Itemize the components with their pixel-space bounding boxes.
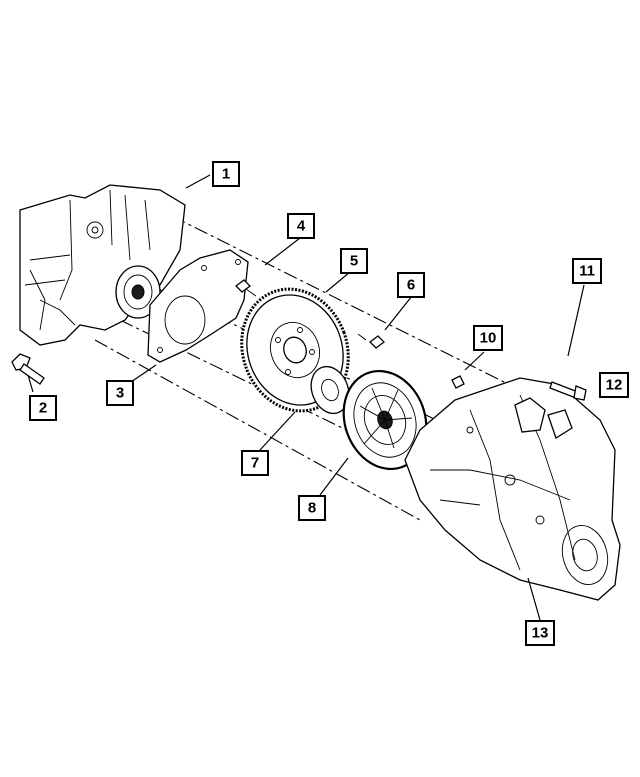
callout-label: 7 [251, 455, 259, 472]
callout-label: 1 [222, 166, 230, 183]
callout-6: 6 [397, 272, 425, 298]
callout-label: 11 [579, 263, 595, 280]
callout-11: 11 [572, 258, 602, 284]
callout-4: 4 [287, 213, 315, 239]
callout-label: 2 [39, 400, 47, 417]
plate-bolt [235, 279, 257, 297]
callout-5: 5 [340, 248, 368, 274]
callout-10: 10 [473, 325, 503, 351]
leader-lines [27, 174, 585, 621]
callout-3: 3 [106, 380, 134, 406]
callout-13: 13 [525, 620, 555, 646]
engine-block [19, 184, 186, 346]
callout-2: 2 [29, 395, 57, 421]
clutch-disc [310, 365, 350, 415]
dowel-pin [451, 375, 465, 389]
callout-label: 6 [407, 277, 415, 294]
callout-label: 3 [116, 385, 124, 402]
pressure-plate-bolt [357, 333, 385, 349]
callout-label: 5 [350, 253, 358, 270]
callout-1: 1 [212, 161, 240, 187]
mounting-bolt [11, 353, 45, 385]
engine-back-plate [147, 249, 249, 363]
callout-7: 7 [241, 450, 269, 476]
callout-label: 10 [480, 330, 497, 347]
transaxle-bolt [549, 381, 587, 401]
callout-label: 8 [308, 500, 316, 517]
callout-label: 13 [532, 625, 549, 642]
pressure-plate [342, 369, 428, 471]
callout-8: 8 [298, 495, 326, 521]
callout-12: 12 [599, 372, 629, 398]
transaxle [404, 377, 621, 601]
callout-label: 4 [297, 218, 306, 235]
callout-label: 12 [606, 377, 623, 394]
